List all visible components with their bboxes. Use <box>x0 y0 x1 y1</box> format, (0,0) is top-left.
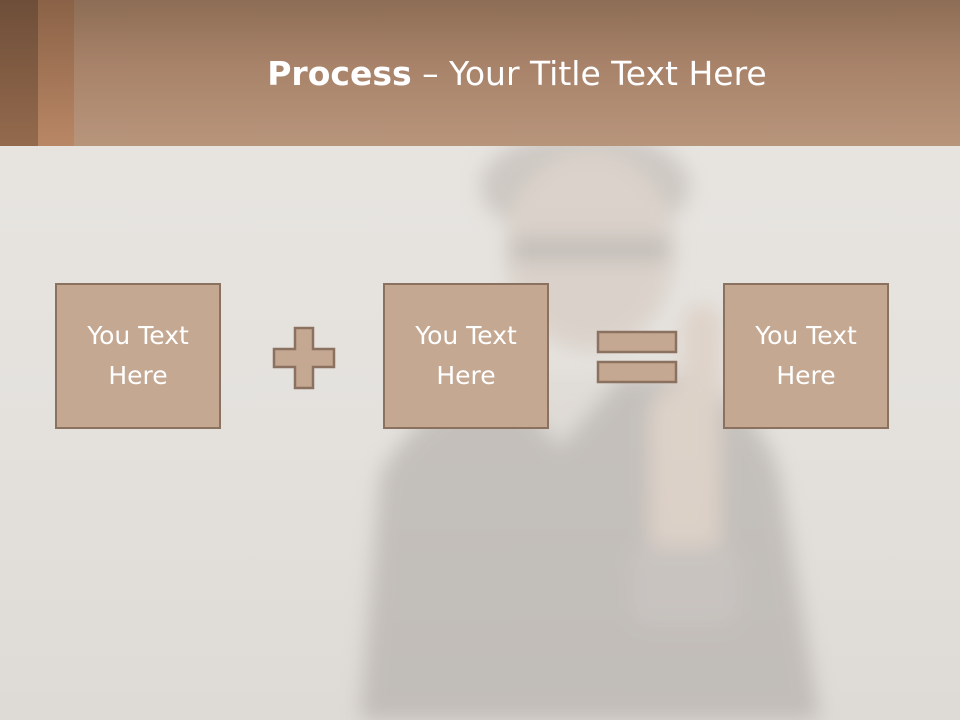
plus-icon <box>272 326 336 390</box>
process-box-2[interactable]: You Text Here <box>383 283 549 429</box>
process-box-2-text: You Text Here <box>415 321 517 390</box>
background-photo <box>360 146 820 720</box>
slide-title[interactable]: Process – Your Title Text Here <box>74 52 960 96</box>
title-bar: Process – Your Title Text Here <box>0 0 960 146</box>
process-box-3[interactable]: You Text Here <box>723 283 889 429</box>
process-box-3-text: You Text Here <box>755 321 857 390</box>
title-bold: Process <box>267 54 412 93</box>
process-box-1[interactable]: You Text Here <box>55 283 221 429</box>
equals-icon <box>596 330 678 384</box>
header-accent-dark <box>0 0 38 146</box>
process-box-1-text: You Text Here <box>87 321 189 390</box>
header-accent-light <box>38 0 74 146</box>
title-text: – Your Title Text Here <box>411 54 767 93</box>
